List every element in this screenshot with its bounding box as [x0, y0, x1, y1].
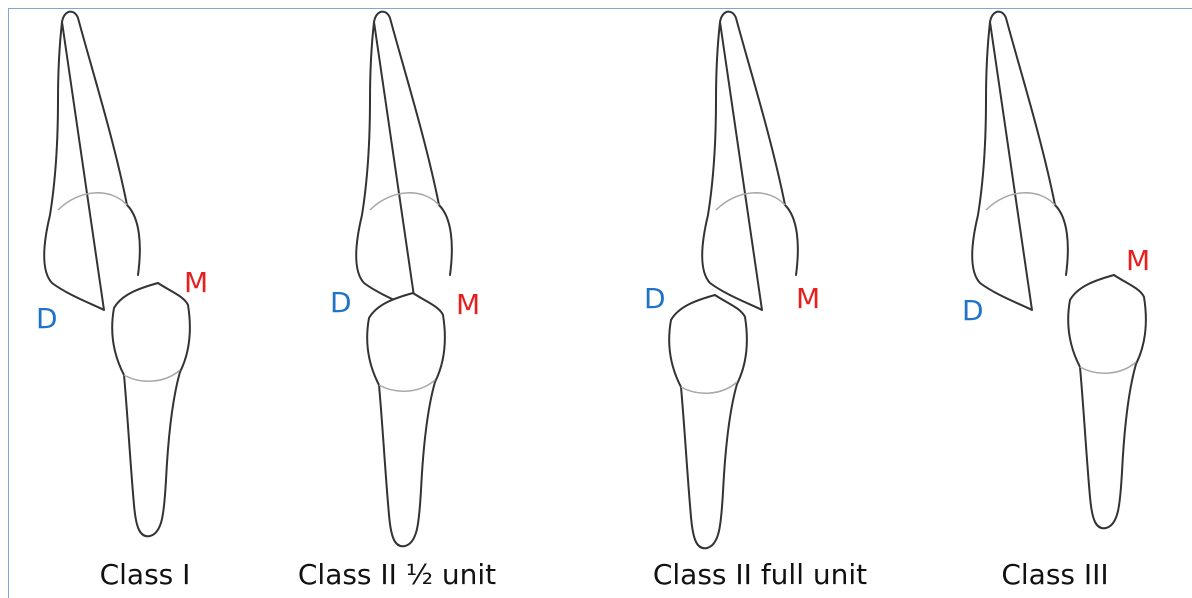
upper-canine-tooth: [355, 10, 453, 311]
mesial-label: M: [456, 288, 480, 321]
mesial-label: M: [184, 266, 208, 299]
panel-caption: Class II full unit: [653, 558, 867, 591]
distal-label: D: [644, 282, 666, 315]
distal-label: D: [36, 302, 58, 335]
panel-class-2-full-unit: D M Class II full unit: [644, 10, 867, 591]
panel-caption: Class II ½ unit: [298, 558, 496, 591]
mesial-label: M: [796, 282, 820, 315]
upper-canine-tooth: [701, 10, 799, 311]
panel-class-2-half-unit: D M Class II ½ unit: [298, 10, 496, 591]
lower-canine-tooth: [366, 292, 446, 548]
upper-canine-tooth: [43, 10, 141, 311]
lower-canine-tooth: [111, 282, 191, 538]
distal-label: D: [962, 294, 984, 327]
panel-caption: Class I: [100, 558, 191, 591]
mesial-label: M: [1126, 244, 1150, 277]
distal-label: D: [330, 286, 352, 319]
lower-canine-tooth: [668, 294, 748, 550]
upper-canine-tooth: [971, 10, 1069, 311]
panel-class-1: D M Class I: [36, 10, 208, 591]
panel-caption: Class III: [1001, 558, 1108, 591]
panel-class-3: D M Class III: [962, 10, 1150, 591]
lower-canine-tooth: [1067, 274, 1147, 530]
diagram-frame: [8, 8, 1192, 598]
